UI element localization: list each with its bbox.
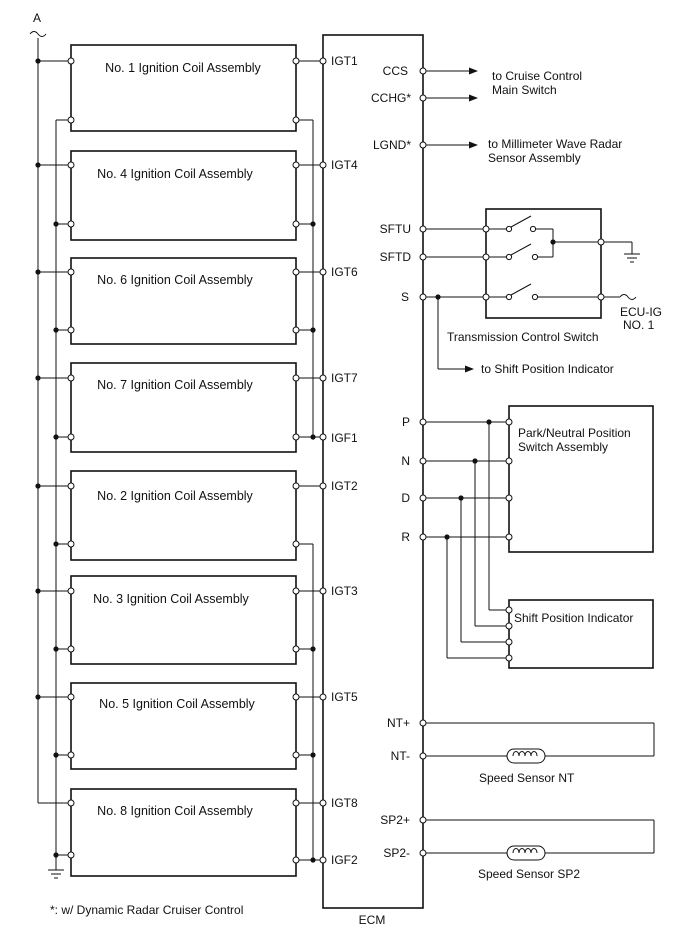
pin-label-sp2-plus: SP2+ xyxy=(380,813,410,827)
speed-sensor-sp2-coil xyxy=(506,845,546,861)
pin-label-igf2: IGF2 xyxy=(331,853,358,867)
pin-label-igf1: IGF1 xyxy=(331,431,358,445)
pin-label-igt8: IGT8 xyxy=(331,796,358,810)
coil-box xyxy=(70,682,297,770)
switch-box xyxy=(485,208,602,319)
fuse-symbol-a xyxy=(29,31,47,37)
park-neutral-switch-box xyxy=(508,405,654,553)
pin-label-d: D xyxy=(401,491,410,505)
coil-left-pins xyxy=(67,57,75,859)
ignition-coil-1: No. 1 Ignition Coil Assembly xyxy=(70,44,297,132)
coil-box xyxy=(70,575,297,665)
ecu-ig-label-line2: NO. 1 xyxy=(623,318,655,332)
pin-label-cchg: CCHG* xyxy=(371,91,411,105)
ecu-ig-label-line1: ECU-IG xyxy=(620,305,662,319)
supply-label-a: A xyxy=(33,11,41,25)
coil-right-junctions xyxy=(310,221,316,863)
pin-label-s: S xyxy=(401,290,409,304)
pin-label-igt3: IGT3 xyxy=(331,584,358,598)
pin-label-n: N xyxy=(401,454,410,468)
coil-label: No. 6 Ignition Coil Assembly xyxy=(97,273,253,287)
pin-label-nt-plus: NT+ xyxy=(387,716,410,730)
speed-sensor-sp2-wiring xyxy=(426,819,655,854)
ecm-box xyxy=(322,34,424,909)
ignition-coil-8: No. 8 Ignition Coil Assembly xyxy=(70,788,297,877)
coil-right-wiring xyxy=(296,60,323,861)
dest-radar-line1: to Millimeter Wave Radar xyxy=(488,137,622,151)
pndr-wiring xyxy=(426,418,513,662)
coil-label: No. 1 Ignition Coil Assembly xyxy=(105,61,261,75)
speed-sensor-nt-wiring xyxy=(426,722,655,757)
coil-left-junctions xyxy=(35,58,59,858)
coil-label: No. 2 Ignition Coil Assembly xyxy=(97,489,253,503)
coil-box xyxy=(70,257,297,345)
dest-cruise-line2: Main Switch xyxy=(492,83,557,97)
pin-label-sftd: SFTD xyxy=(380,250,412,264)
ecm-left-pins xyxy=(319,57,327,864)
pin-label-p: P xyxy=(402,415,410,429)
dest-cruise-line1: to Cruise Control xyxy=(492,69,582,83)
transmission-switch-label: Transmission Control Switch xyxy=(447,330,599,344)
ignition-coil-3: No. 3 Ignition Coil Assembly xyxy=(70,575,297,665)
ground-symbol-left xyxy=(48,862,64,879)
shift-indicator-label: Shift Position Indicator xyxy=(514,611,633,625)
transmission-control-switch xyxy=(426,208,605,319)
pn-switch-label-line2: Switch Assembly xyxy=(518,440,608,454)
pin-label-r: R xyxy=(401,530,410,544)
coil-box xyxy=(70,470,297,561)
ignition-coil-7: No. 7 Ignition Coil Assembly xyxy=(70,362,297,453)
ecu-ig-fuse xyxy=(604,294,637,300)
coil-label: No. 5 Ignition Coil Assembly xyxy=(99,697,255,711)
speed-sensor-nt-label: Speed Sensor NT xyxy=(479,771,575,785)
pin-label-sp2-minus: SP2- xyxy=(383,846,410,860)
coil-box xyxy=(70,788,297,877)
pin-label-igt6: IGT6 xyxy=(331,265,358,279)
pin-label-igt7: IGT7 xyxy=(331,371,358,385)
coil-label: No. 3 Ignition Coil Assembly xyxy=(93,592,249,606)
pin-label-nt-minus: NT- xyxy=(391,749,410,763)
coil-left-wiring xyxy=(38,60,71,856)
coil-box xyxy=(70,150,297,241)
pin-label-lgnd: LGND* xyxy=(373,138,411,152)
shift-indicator-branch xyxy=(435,294,474,373)
footnote: *: w/ Dynamic Radar Cruiser Control xyxy=(50,903,243,917)
coil-label: No. 7 Ignition Coil Assembly xyxy=(97,378,253,392)
pin-label-igt5: IGT5 xyxy=(331,690,358,704)
coil-label: No. 4 Ignition Coil Assembly xyxy=(97,167,253,181)
dest-radar-line2: Sensor Assembly xyxy=(488,151,581,165)
radar-arrow xyxy=(426,141,478,149)
cruise-control-arrows xyxy=(426,67,478,102)
pin-label-igt4: IGT4 xyxy=(331,158,358,172)
ignition-coil-4: No. 4 Ignition Coil Assembly xyxy=(70,150,297,241)
pn-switch-label-line1: Park/Neutral Position xyxy=(518,426,631,440)
shift-position-indicator-box xyxy=(508,599,654,669)
ignition-coil-2: No. 2 Ignition Coil Assembly xyxy=(70,470,297,561)
pin-label-igt1: IGT1 xyxy=(331,54,358,68)
pin-label-igt2: IGT2 xyxy=(331,479,358,493)
speed-sensor-nt-coil xyxy=(506,748,546,764)
pin-label-ccs: CCS xyxy=(383,64,408,78)
ecm-label: ECM xyxy=(359,913,386,927)
coil-box xyxy=(70,44,297,132)
dest-shift-indicator: to Shift Position Indicator xyxy=(481,362,614,376)
coil-label: No. 8 Ignition Coil Assembly xyxy=(97,804,253,818)
coil-right-pins xyxy=(292,57,300,864)
ignition-coil-6: No. 6 Ignition Coil Assembly xyxy=(70,257,297,345)
ignition-coil-5: No. 5 Ignition Coil Assembly xyxy=(70,682,297,770)
speed-sensor-sp2-label: Speed Sensor SP2 xyxy=(478,867,580,881)
ground-symbol-switch xyxy=(604,241,640,263)
coil-box xyxy=(70,362,297,453)
pin-label-sftu: SFTU xyxy=(380,222,411,236)
